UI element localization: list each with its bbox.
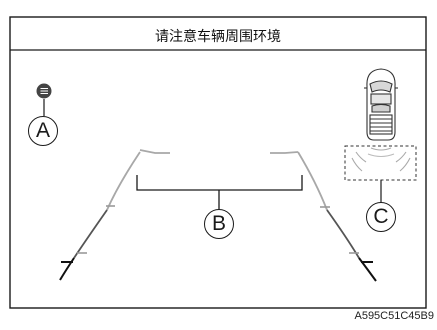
- menu-list-icon[interactable]: [36, 83, 52, 99]
- screen-frame: [9, 16, 427, 309]
- parking-guide-left: [59, 149, 170, 281]
- vehicle-top-view-icon: [364, 68, 398, 141]
- callout-b: B: [204, 209, 234, 239]
- callout-c: C: [366, 202, 396, 232]
- parking-guide-right: [270, 151, 377, 282]
- guide-bracket: [136, 175, 303, 209]
- banner-message: 请注意车辆周围环境: [155, 28, 281, 44]
- callout-a: A: [28, 116, 58, 146]
- figure-code: A595C51C45B9: [354, 310, 434, 322]
- sensor-detection-area-icon: [344, 145, 417, 181]
